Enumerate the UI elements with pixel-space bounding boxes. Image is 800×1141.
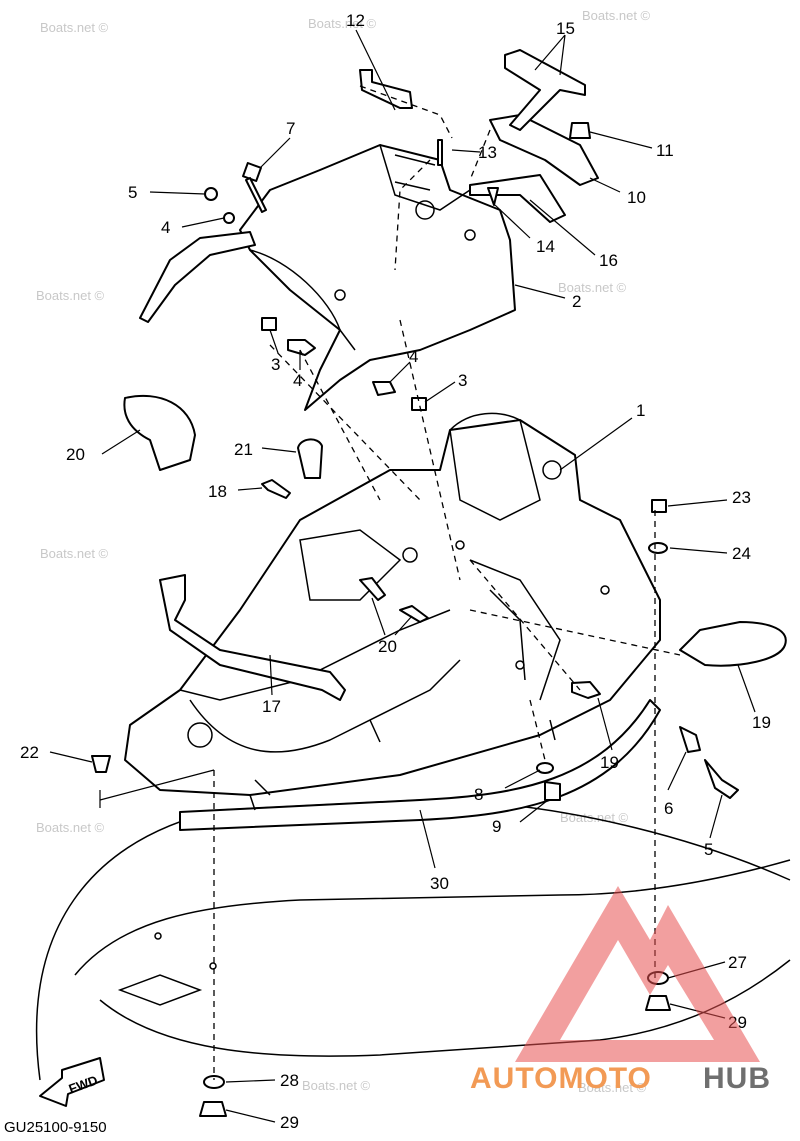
logo-text-b: HUB <box>703 1062 771 1095</box>
callout-8: 6 <box>664 799 673 818</box>
part-side-bracket <box>139 231 256 323</box>
callout-13: 11 <box>656 141 674 160</box>
watermark: Boats.net © <box>560 810 629 825</box>
callout-16: 14 <box>536 237 555 256</box>
callout-11: 9 <box>492 817 501 836</box>
callout-15: 13 <box>478 143 497 162</box>
watermark: Boats.net © <box>36 820 105 835</box>
callout-22: 20 <box>66 445 85 464</box>
watermark: Boats.net © <box>40 20 109 35</box>
callout-5: 5 <box>704 840 713 859</box>
watermark: Boats.net © <box>582 8 651 23</box>
part-17-bracket <box>504 49 586 131</box>
watermark: Boats.net © <box>308 16 377 31</box>
part-21-right-mirror <box>679 621 787 667</box>
watermark: Boats.net © <box>36 288 105 303</box>
callout-4-left: 4 <box>293 371 302 390</box>
watermark: Boats.net © <box>40 546 109 561</box>
callout-6: 4 <box>161 218 170 237</box>
callout-28-right: 27 <box>728 953 747 972</box>
callout-27: 24 <box>732 544 751 563</box>
part-19-grab-handle <box>159 574 346 701</box>
callout-14: 12 <box>346 11 365 30</box>
callout-3-right: 3 <box>458 371 467 390</box>
part-30-seal <box>179 699 661 831</box>
callout-24: 21 <box>234 440 253 459</box>
watermark: Boats.net © <box>302 1078 371 1093</box>
callout-26: 23 <box>732 488 751 507</box>
callout-20-upper: 18 <box>208 482 227 501</box>
watermark: Boats.net © <box>578 1080 647 1095</box>
fwd-arrow: FWD <box>39 1057 105 1107</box>
assembly-lines <box>213 85 681 1080</box>
callout-21: 19 <box>752 713 771 732</box>
diagram-code: GU25100-9150 <box>4 1119 107 1136</box>
part-1-hood-body <box>124 412 661 811</box>
part-22-left-mirror <box>123 394 196 471</box>
logo-text-a: AUTOMOTO <box>470 1062 652 1095</box>
callout-23: 20 <box>378 637 397 656</box>
callout-28-lower: 28 <box>280 1071 299 1090</box>
callout-4-right: 4 <box>409 347 418 366</box>
callout-25: 22 <box>20 743 39 762</box>
callout-12: 10 <box>627 188 646 207</box>
callout-9: 7 <box>286 119 295 138</box>
callout-17: 15 <box>556 19 575 38</box>
part-2-upper-cover <box>239 144 516 411</box>
watermark: Boats.net © <box>558 280 627 295</box>
callout-1: 1 <box>636 401 645 420</box>
callout-29-lower: 29 <box>280 1113 299 1132</box>
callout-20-lower: 19 <box>600 753 619 772</box>
automotohub-logo: AUTOMOTO HUB <box>470 886 771 1095</box>
logo-triangle-icon <box>515 886 760 1062</box>
callout-2: 2 <box>572 292 581 311</box>
part-14-bracket <box>359 69 413 109</box>
watermarks: Boats.net © Boats.net © Boats.net © Boat… <box>36 8 651 1095</box>
leader-lines <box>49 29 756 1123</box>
callouts: 12 15 11 13 10 16 14 7 5 4 2 3 4 4 3 1 2… <box>20 11 771 1132</box>
fasteners <box>91 122 739 1117</box>
callout-10: 8 <box>474 785 483 804</box>
callout-18: 16 <box>599 251 618 270</box>
callout-30: 30 <box>430 874 449 893</box>
callout-3-left: 3 <box>271 355 280 374</box>
callout-7: 5 <box>128 183 137 202</box>
callout-19: 17 <box>262 697 281 716</box>
part-24-cap <box>297 438 323 479</box>
